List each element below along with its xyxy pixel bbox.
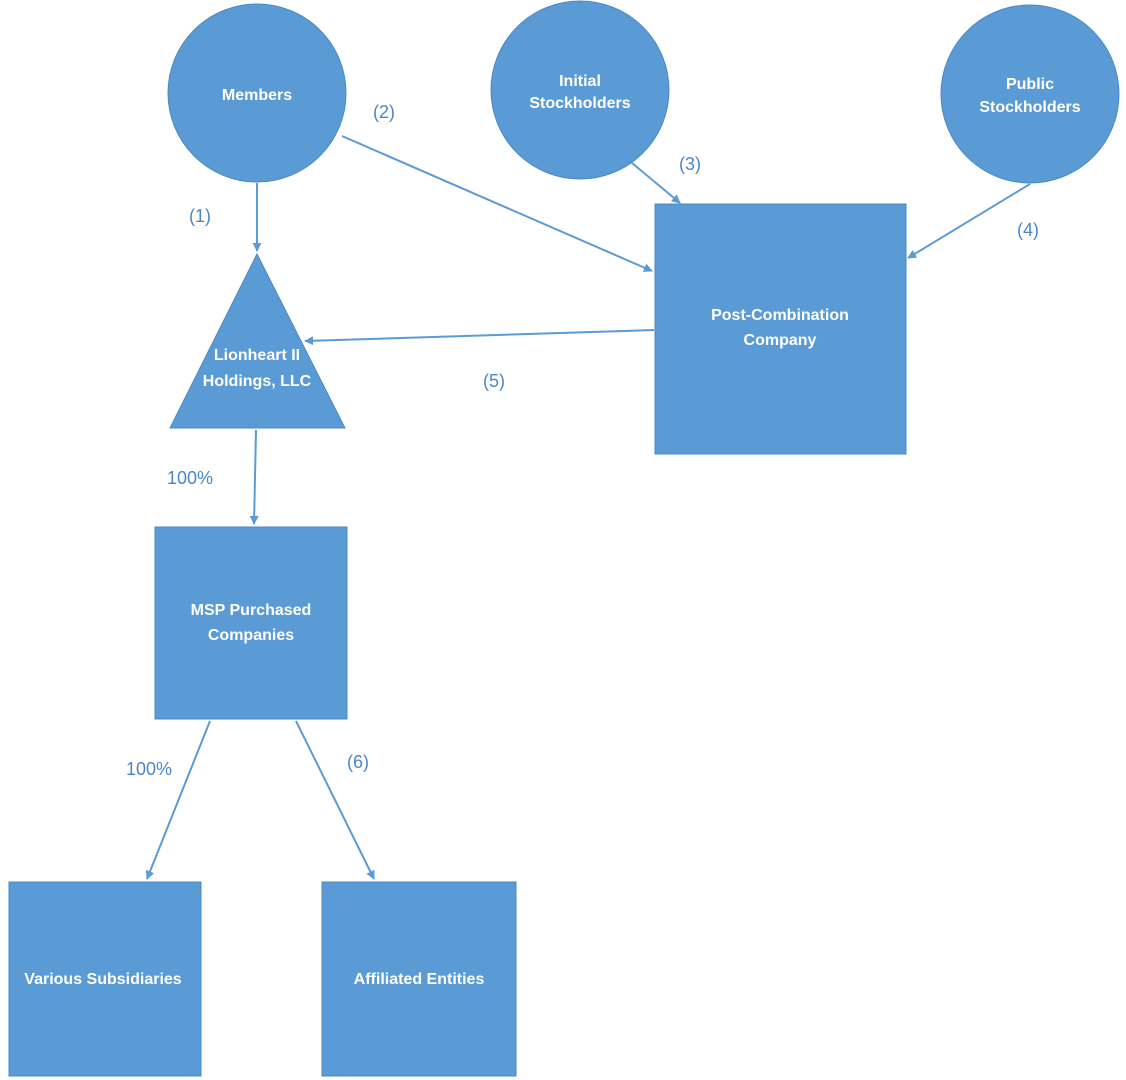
svg-text:Lionheart II: Lionheart II [214, 347, 300, 364]
public-stockholders-label-2: Stockholders [979, 99, 1080, 116]
post-combination-label-2: Company [744, 332, 817, 349]
msp-purchased-companies-node: MSP Purchased Companies [154, 526, 348, 720]
lionheart-label-1: Lionheart II [214, 347, 300, 364]
lionheart-label-2: Holdings, LLC [203, 373, 312, 390]
arrow-msp-to-subsidiaries [145, 720, 211, 880]
initial-stockholders-label-1: Initial [559, 73, 601, 90]
svg-text:Initial: Initial [559, 73, 601, 90]
svg-text:Affiliated Entities: Affiliated Entities [354, 971, 485, 988]
edge-label-5: (5) [483, 371, 505, 391]
arrow-post-combination-to-lionheart [304, 329, 655, 346]
svg-text:Stockholders: Stockholders [529, 95, 630, 112]
svg-text:MSP Purchased: MSP Purchased [191, 602, 312, 619]
post-combination-label-1: Post-Combination [711, 307, 849, 324]
members-label: Members [222, 87, 292, 104]
svg-text:Various Subsidiaries: Various Subsidiaries [24, 971, 182, 988]
edge-label-1: (1) [189, 206, 211, 226]
public-stockholders-node: Public Stockholders [940, 4, 1120, 184]
msp-label-1: MSP Purchased [191, 602, 312, 619]
ownership-label-msp-subsidiaries: 100% [126, 759, 172, 779]
post-combination-company-node: Post-Combination Company [654, 203, 907, 455]
arrow-msp-to-affiliated [295, 720, 375, 880]
edge-label-6: (6) [347, 752, 369, 772]
arrow-public-to-post-combination [907, 183, 1031, 259]
svg-text:Post-Combination: Post-Combination [711, 307, 849, 324]
svg-text:Public: Public [1006, 76, 1054, 93]
svg-text:Members: Members [222, 87, 292, 104]
edge-label-3: (3) [679, 154, 701, 174]
arrow-lionheart-to-msp [249, 429, 259, 525]
svg-text:Stockholders: Stockholders [979, 99, 1080, 116]
initial-stockholders-node: Initial Stockholders [490, 0, 670, 180]
svg-text:Holdings, LLC: Holdings, LLC [203, 373, 312, 390]
msp-label-2: Companies [208, 627, 294, 644]
initial-stockholders-label-2: Stockholders [529, 95, 630, 112]
arrow-initial-to-post-combination [631, 162, 681, 204]
ownership-label-lionheart-msp: 100% [167, 468, 213, 488]
public-stockholders-label-1: Public [1006, 76, 1054, 93]
svg-text:Companies: Companies [208, 627, 294, 644]
members-node: Members [167, 3, 347, 183]
svg-text:Company: Company [744, 332, 817, 349]
various-subsidiaries-node: Various Subsidiaries [8, 881, 202, 1077]
arrow-members-to-post-combination [341, 135, 653, 272]
edge-label-2: (2) [373, 102, 395, 122]
affiliated-entities-node: Affiliated Entities [321, 881, 517, 1077]
edge-label-4: (4) [1017, 220, 1039, 240]
lionheart-holdings-node: Lionheart II Holdings, LLC [169, 252, 346, 429]
various-subsidiaries-label: Various Subsidiaries [24, 971, 182, 988]
affiliated-entities-label: Affiliated Entities [354, 971, 485, 988]
